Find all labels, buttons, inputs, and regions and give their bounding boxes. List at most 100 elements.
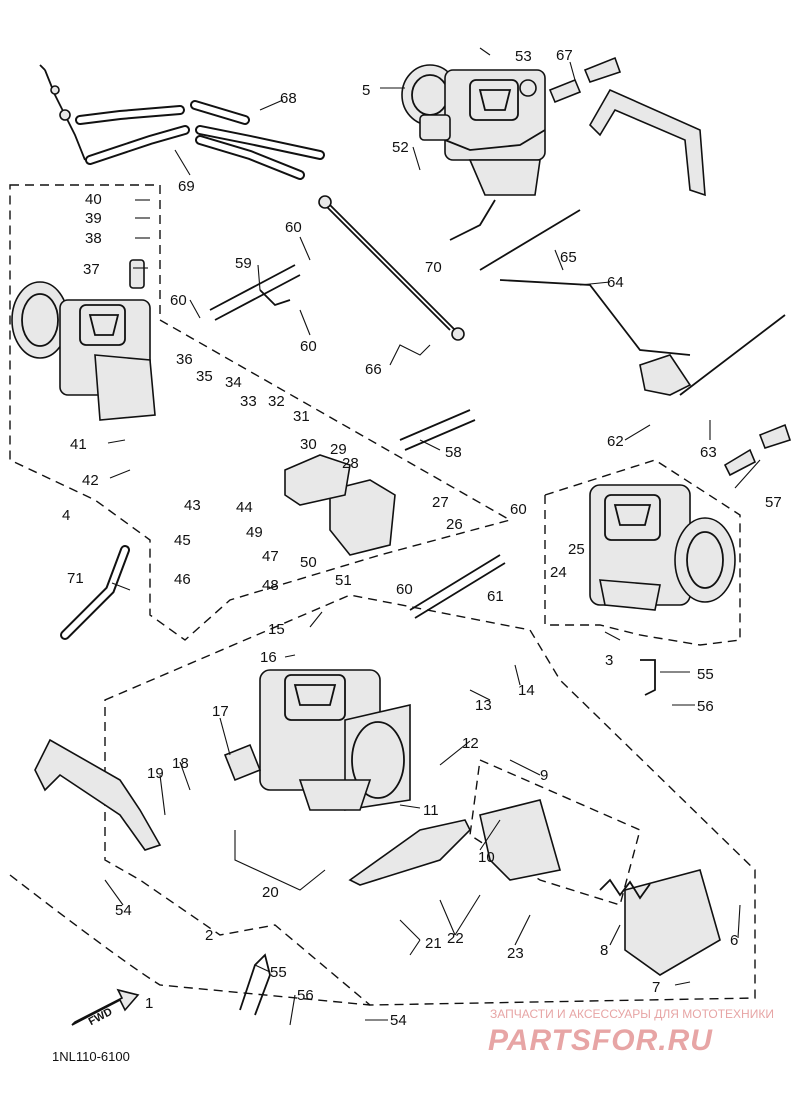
callout-32: 32 bbox=[268, 393, 285, 410]
callout-11: 11 bbox=[423, 802, 439, 819]
pipe-58 bbox=[399, 409, 476, 451]
callout-21: 21 bbox=[425, 935, 442, 952]
throttle-shaft-61 bbox=[409, 554, 506, 619]
bracket-front bbox=[34, 738, 162, 851]
diaphragm-10 bbox=[479, 799, 562, 881]
callout-60e: 60 bbox=[396, 581, 413, 598]
callout-7: 7 bbox=[652, 979, 660, 996]
callout-70: 70 bbox=[425, 259, 442, 276]
callout-20: 20 bbox=[262, 884, 279, 901]
boundary-carb-2 bbox=[104, 594, 756, 1006]
bracket-top bbox=[589, 88, 706, 197]
callout-6: 6 bbox=[730, 932, 738, 949]
callout-69: 69 bbox=[178, 178, 195, 195]
callout-labels: 1 2 3 4 5 6 7 8 9 10 11 12 13 14 15 16 1… bbox=[62, 47, 782, 1029]
callout-23: 23 bbox=[507, 945, 524, 962]
fuel-hose-69-inner bbox=[87, 127, 303, 178]
bracket-55b bbox=[640, 659, 656, 696]
callout-56b: 56 bbox=[697, 698, 714, 715]
callout-22: 22 bbox=[447, 930, 464, 947]
leader-lines bbox=[104, 47, 761, 1026]
callout-19: 19 bbox=[147, 765, 164, 782]
spring-8 bbox=[599, 878, 651, 900]
pipe-nut bbox=[59, 109, 71, 121]
cover-8 bbox=[624, 869, 721, 976]
callout-45: 45 bbox=[174, 532, 191, 549]
callout-55a: 55 bbox=[270, 964, 287, 981]
callout-4: 4 bbox=[62, 507, 70, 524]
hose-71-inner bbox=[62, 547, 128, 638]
callout-48: 48 bbox=[262, 577, 279, 594]
callout-36: 36 bbox=[176, 351, 193, 368]
callout-44: 44 bbox=[236, 499, 253, 516]
assembly-boundaries bbox=[9, 184, 756, 1006]
callout-60d: 60 bbox=[510, 501, 527, 518]
callout-35: 35 bbox=[196, 368, 213, 385]
hose-70 bbox=[449, 199, 496, 241]
callout-41: 41 bbox=[70, 436, 87, 453]
bracket-55 bbox=[239, 953, 271, 1016]
callout-58: 58 bbox=[445, 444, 462, 461]
callout-17: 17 bbox=[212, 703, 229, 720]
callout-68: 68 bbox=[280, 90, 297, 107]
rod-65 bbox=[479, 209, 581, 271]
callout-10: 10 bbox=[478, 849, 495, 866]
callout-38: 38 bbox=[85, 230, 102, 247]
callout-67: 67 bbox=[556, 47, 573, 64]
callout-53: 53 bbox=[515, 48, 532, 65]
callout-9: 9 bbox=[540, 767, 548, 784]
callout-25: 25 bbox=[568, 541, 585, 558]
pipe-67 bbox=[548, 56, 622, 104]
callout-40: 40 bbox=[85, 191, 102, 208]
callout-60b: 60 bbox=[170, 292, 187, 309]
callout-52: 52 bbox=[392, 139, 409, 156]
boundary-sub-20 bbox=[234, 830, 326, 891]
callout-50: 50 bbox=[300, 554, 317, 571]
callout-60c: 60 bbox=[300, 338, 317, 355]
callout-29: 29 bbox=[330, 441, 347, 458]
callout-30: 30 bbox=[300, 436, 317, 453]
link-arm bbox=[319, 199, 461, 336]
callout-55b: 55 bbox=[697, 666, 714, 683]
cover-28 bbox=[284, 454, 351, 506]
callout-39: 39 bbox=[85, 210, 102, 227]
callout-43: 43 bbox=[184, 497, 201, 514]
callout-64: 64 bbox=[607, 274, 624, 291]
callout-12: 12 bbox=[462, 735, 479, 752]
fwd-arrow-label: FWD bbox=[87, 1006, 115, 1028]
callout-5: 5 bbox=[362, 82, 370, 99]
rod-64 bbox=[499, 279, 691, 356]
callout-34: 34 bbox=[225, 374, 242, 391]
carburetor-front-2 bbox=[259, 669, 411, 811]
callout-62: 62 bbox=[607, 433, 624, 450]
callout-33: 33 bbox=[240, 393, 257, 410]
callout-57: 57 bbox=[765, 494, 782, 511]
carburetor-right-3 bbox=[589, 484, 736, 611]
callout-63: 63 bbox=[700, 444, 717, 461]
callout-42: 42 bbox=[82, 472, 99, 489]
callout-71: 71 bbox=[67, 570, 84, 587]
watermark-tagline: ЗАПЧАСТИ И АКСЕССУАРЫ ДЛЯ МОТОТЕХНИКИ bbox=[490, 1007, 774, 1021]
callout-49: 49 bbox=[246, 524, 263, 541]
boundary-carb-4 bbox=[9, 184, 512, 641]
callout-47: 47 bbox=[262, 548, 279, 565]
drawing-code: 1NL110-6100 bbox=[52, 1049, 130, 1064]
boundary-carb-3 bbox=[544, 459, 741, 646]
shaft-59 bbox=[209, 264, 301, 321]
callout-46: 46 bbox=[174, 571, 191, 588]
pipe-nut bbox=[50, 85, 60, 95]
callout-56a: 56 bbox=[297, 987, 314, 1004]
fwd-arrow-icon bbox=[71, 988, 140, 1026]
callout-28: 28 bbox=[342, 455, 359, 472]
callout-16: 16 bbox=[260, 649, 277, 666]
fuel-hose-68-inner bbox=[77, 102, 323, 158]
carburetor-left-4 bbox=[11, 259, 156, 421]
float-chamber-50 bbox=[329, 479, 396, 556]
throttle-plate bbox=[639, 354, 692, 396]
callout-24: 24 bbox=[550, 564, 567, 581]
lever-17 bbox=[223, 743, 262, 782]
watermark-brand: PARTSFOR.RU bbox=[488, 1024, 713, 1057]
callout-15: 15 bbox=[268, 621, 285, 638]
callout-54b: 54 bbox=[390, 1012, 407, 1029]
